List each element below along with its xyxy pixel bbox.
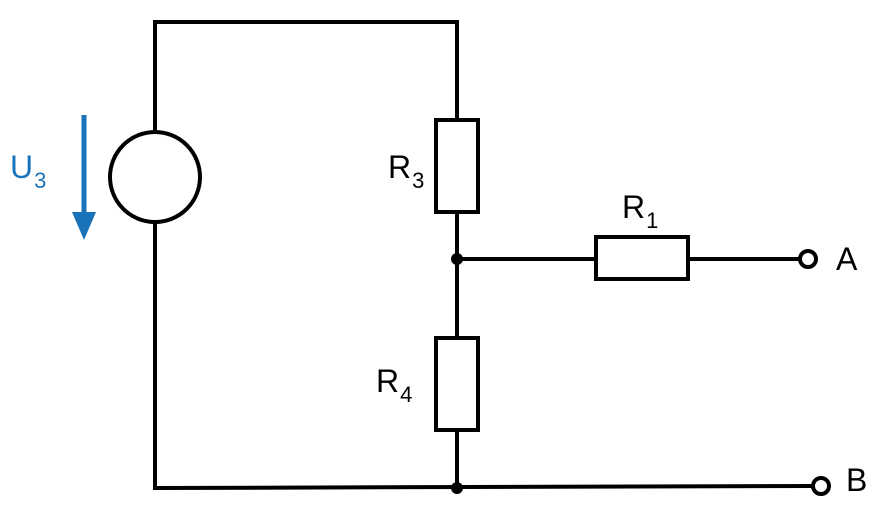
junction-node-middle [451, 253, 463, 265]
resistor-r3 [434, 118, 480, 214]
source-voltage-sub: 3 [34, 168, 46, 193]
terminal-b-label: B [846, 462, 867, 498]
source-voltage-main: U [10, 149, 33, 185]
resistor-r4-main: R [376, 363, 399, 399]
resistor-r3-main: R [388, 149, 411, 185]
resistor-r4-sub: 4 [400, 382, 412, 407]
resistor-r3-label: R3 [388, 149, 424, 193]
resistor-r1-sub: 1 [646, 208, 658, 233]
terminal-a-label: A [836, 241, 858, 277]
source-voltage-label: U3 [10, 149, 46, 193]
resistor-r1-label: R1 [622, 189, 658, 233]
junction-node-bottom [451, 482, 463, 494]
terminal-a [798, 249, 818, 269]
source-voltage-arrow [72, 115, 96, 240]
terminal-b [811, 476, 831, 496]
voltage-source-symbol [108, 130, 202, 224]
resistor-r1 [594, 235, 690, 281]
resistor-r1-main: R [622, 189, 645, 225]
resistor-r3-sub: 3 [412, 168, 424, 193]
resistor-r4 [434, 336, 480, 432]
wire-bottom [152, 483, 815, 491]
wires [152, 20, 815, 491]
resistor-r4-label: R4 [376, 363, 412, 407]
